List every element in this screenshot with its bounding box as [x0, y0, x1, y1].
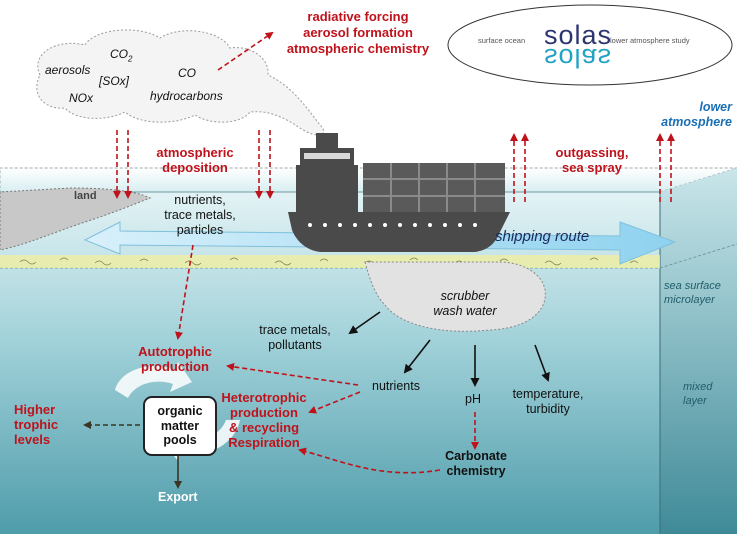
outgassing-line-2: sea spray: [562, 160, 622, 175]
trace-metals-line-1: trace metals,: [259, 323, 331, 337]
scrubber-cloud: [364, 261, 546, 332]
heterotrophic-line-1: Heterotrophic: [221, 390, 307, 405]
organic-matter-pools-box: organic matter pools: [143, 396, 217, 456]
logo-word-reflection: solas: [544, 43, 613, 74]
scrubber-line-2: wash water: [433, 304, 497, 318]
autotrophic-line-2: production: [141, 359, 209, 374]
deposition-item-1: nutrients,: [174, 193, 226, 207]
scrubber-to-nutrients-arrow: [403, 339, 431, 374]
higher-line-2: trophic: [14, 417, 59, 432]
logo-ellipse: [447, 4, 733, 86]
export-label: Export: [158, 490, 198, 504]
mixed-line-2: layer: [683, 395, 707, 407]
mixed-line-1: mixed: [683, 381, 713, 393]
scrubber-to-metals-arrow: [348, 311, 381, 335]
scrubber-line-1: scrubber: [440, 289, 490, 303]
ph-label: pH: [465, 392, 481, 406]
heterotrophic-line-2: production: [230, 405, 298, 420]
emission-nox: NOx: [69, 91, 93, 105]
nutrients-to-autotrophic-arrow: [226, 362, 359, 386]
land-shape: [0, 187, 152, 251]
outgassing-line-1: outgassing,: [555, 145, 629, 160]
carbonate-to-respiration-arrow: [298, 447, 441, 474]
temperature-line-2: turbidity: [526, 402, 570, 416]
carbonate-line-2: chemistry: [446, 464, 506, 478]
logo-left-text: surface ocean: [478, 36, 526, 45]
ship: [288, 133, 510, 252]
nutrients-to-heterotrophic-arrow: [308, 391, 361, 414]
autotrophic-line-1: Autotrophic: [138, 344, 212, 359]
emission-hydrocarbons: hydrocarbons: [150, 89, 223, 103]
effects-arrow: [217, 31, 274, 71]
emission-co: CO: [178, 66, 196, 80]
emission-co2: CO2: [110, 47, 133, 64]
temperature-line-1: temperature,: [512, 387, 584, 401]
emission-aerosols: aerosols: [45, 63, 91, 77]
effects-line-2: aerosol formation: [303, 25, 413, 40]
higher-line-3: levels: [14, 432, 51, 447]
nutrients-label: nutrients: [372, 379, 420, 393]
emission-sox: [SOx]: [99, 74, 130, 88]
logo-right-text: lower atmosphere study: [610, 36, 690, 45]
higher-line-1: Higher: [14, 402, 56, 417]
effects-line-1: radiative forcing: [307, 9, 409, 24]
microlayer-line-1: sea surface: [664, 280, 721, 292]
heterotrophic-line-4: Respiration: [228, 435, 300, 450]
lower-atmosphere-line-2: atmosphere: [661, 115, 732, 129]
deposition-line-2: deposition: [162, 160, 228, 175]
deposition-item-3: particles: [176, 223, 224, 237]
carbonate-line-1: Carbonate: [445, 449, 507, 463]
effects-line-3: atmospheric chemistry: [286, 41, 430, 56]
microlayer-line-2: microlayer: [664, 294, 715, 306]
emission-cloud: [36, 29, 325, 136]
land-label: land: [74, 190, 97, 202]
shipping-route-label: shipping route: [495, 228, 590, 245]
microlayer-band: [0, 255, 660, 268]
scrubber-to-temperature-arrow: [534, 344, 550, 382]
logo-word: solas: [544, 20, 613, 50]
deposition-line-1: atmospheric: [156, 145, 234, 160]
trace-metals-line-2: pollutants: [268, 338, 322, 352]
lower-atmosphere-line-1: lower: [699, 100, 732, 114]
deposition-item-2: trace metals,: [164, 208, 236, 222]
heterotrophic-line-3: & recycling: [228, 420, 300, 435]
